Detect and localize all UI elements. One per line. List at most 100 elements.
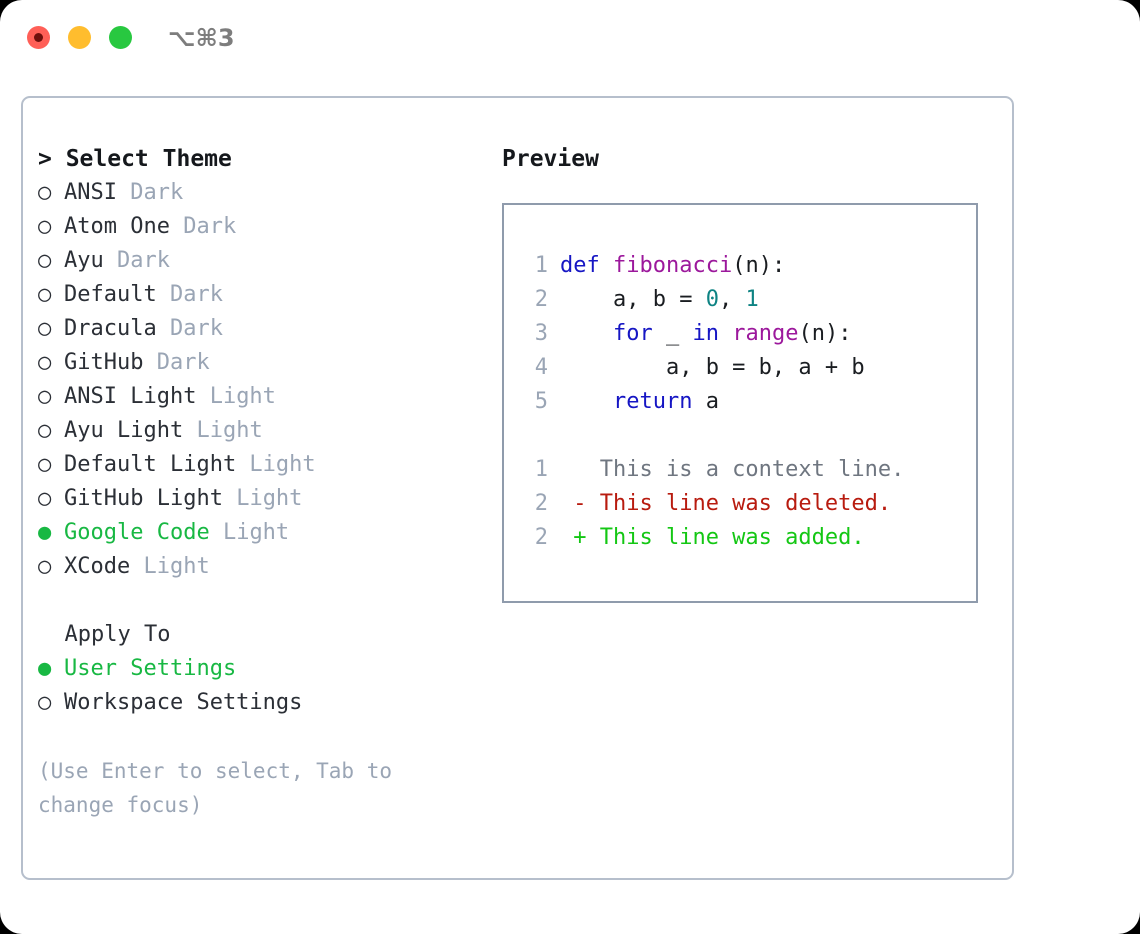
theme-option-3[interactable]: ○ Default Dark — [38, 278, 478, 312]
maximize-button[interactable] — [109, 26, 132, 49]
code-diff-spacer — [504, 419, 976, 453]
radio-unselected-icon: ○ — [38, 282, 65, 307]
code-token: a, b = — [560, 287, 706, 312]
code-line: 3 for _ in range(n): — [504, 317, 976, 351]
theme-option-2[interactable]: ○ Ayu Dark — [38, 244, 478, 278]
theme-option-0[interactable]: ○ ANSI Dark — [38, 176, 478, 210]
code-token: - This line was deleted. — [560, 491, 892, 516]
radio-unselected-icon: ○ — [38, 248, 65, 273]
code-token: a, b = b, a + b — [560, 355, 865, 380]
code-token: return — [612, 389, 693, 414]
theme-option-tag: Light — [196, 384, 276, 409]
section-spacer — [38, 584, 478, 618]
traffic-light-buttons — [27, 26, 132, 49]
code-token: def — [560, 253, 613, 278]
code-token: , — [718, 287, 746, 312]
apply-to-option-label: User Settings — [64, 656, 237, 681]
theme-option-tag: Light — [130, 554, 210, 579]
theme-option-tag: Light — [209, 520, 290, 545]
theme-option-label: GitHub Light — [64, 486, 223, 511]
theme-option-tag: Dark — [156, 316, 223, 341]
theme-option-1[interactable]: ○ Atom One Dark — [38, 210, 478, 244]
radio-unselected-icon: ○ — [38, 384, 65, 409]
theme-option-11[interactable]: ○ XCode Light — [38, 550, 478, 584]
radio-unselected-icon: ○ — [38, 418, 65, 443]
theme-option-8[interactable]: ○ Default Light Light — [38, 448, 478, 482]
minimize-button[interactable] — [68, 26, 91, 49]
code-line: 4 a, b = b, a + b — [504, 351, 976, 385]
apply-to-header: Apply To — [38, 622, 171, 647]
theme-option-label: Default Light — [64, 452, 237, 477]
code-token: a — [692, 389, 719, 414]
diff-sample: 1 This is a context line.2 - This line w… — [504, 453, 976, 555]
apply-to-option-label: Workspace Settings — [64, 690, 303, 715]
theme-option-tag: Dark — [103, 248, 170, 273]
theme-option-label: ANSI Light — [64, 384, 197, 409]
theme-option-10[interactable]: ● Google Code Light — [38, 516, 478, 550]
radio-unselected-icon: ○ — [38, 316, 65, 341]
line-number: 5 — [534, 389, 548, 414]
theme-option-label: Default — [64, 282, 157, 307]
theme-option-tag: Light — [236, 452, 316, 477]
diff-line: 2 + This line was added. — [504, 521, 976, 555]
code-token: for — [612, 321, 653, 346]
theme-option-label: Dracula — [64, 316, 157, 341]
code-token: 1 — [745, 287, 759, 312]
line-number: 2 — [534, 491, 548, 516]
theme-option-5[interactable]: ○ GitHub Dark — [38, 346, 478, 380]
apply-to-option-0[interactable]: ● User Settings — [38, 652, 478, 686]
code-token — [560, 321, 613, 346]
keyboard-hint-text: (Use Enter to select, Tab to change focu… — [38, 759, 405, 817]
line-number: 1 — [534, 253, 548, 278]
theme-list[interactable]: ○ ANSI Dark○ Atom One Dark○ Ayu Dark○ De… — [38, 176, 478, 584]
theme-option-tag: Light — [183, 418, 263, 443]
code-token: fibonacci — [612, 253, 733, 278]
line-number: 2 — [534, 287, 548, 312]
theme-option-label: GitHub — [64, 350, 144, 375]
theme-option-label: Ayu Light — [64, 418, 184, 443]
radio-unselected-icon: ○ — [38, 690, 65, 715]
radio-unselected-icon: ○ — [38, 486, 65, 511]
code-line: 5 return a — [504, 385, 976, 419]
code-token — [719, 321, 732, 346]
select-theme-header: > Select Theme — [38, 146, 232, 172]
code-line: 2 a, b = 0, 1 — [504, 283, 976, 317]
code-token: range — [732, 321, 799, 346]
diff-line: 2 - This line was deleted. — [504, 487, 976, 521]
radio-selected-icon: ● — [38, 656, 65, 681]
line-number: 1 — [534, 457, 548, 482]
theme-option-label: ANSI — [64, 180, 117, 205]
radio-unselected-icon: ○ — [38, 350, 65, 375]
preview-header: Preview — [502, 146, 599, 172]
close-button[interactable] — [27, 26, 50, 49]
apply-to-option-1[interactable]: ○ Workspace Settings — [38, 686, 478, 720]
theme-option-label: Google Code — [64, 520, 210, 545]
main-panel: > Select Theme ○ ANSI Dark○ Atom One Dar… — [21, 96, 1014, 880]
theme-option-label: Ayu — [64, 248, 104, 273]
theme-option-6[interactable]: ○ ANSI Light Light — [38, 380, 478, 414]
theme-option-9[interactable]: ○ GitHub Light Light — [38, 482, 478, 516]
theme-option-tag: Dark — [116, 180, 184, 205]
code-token: (n): — [798, 321, 852, 346]
theme-option-7[interactable]: ○ Ayu Light Light — [38, 414, 478, 448]
theme-option-tag: Dark — [143, 350, 210, 375]
radio-unselected-icon: ○ — [38, 214, 65, 239]
code-token: + This line was added. — [560, 525, 865, 550]
line-number: 2 — [534, 525, 548, 550]
theme-option-tag: Dark — [156, 282, 223, 307]
window-title-shortcut: ⌥⌘3 — [168, 24, 235, 52]
radio-unselected-icon: ○ — [38, 554, 65, 579]
diff-line: 1 This is a context line. — [504, 453, 976, 487]
line-number: 3 — [534, 321, 548, 346]
line-number: 4 — [534, 355, 548, 380]
apply-to-list[interactable]: ● User Settings○ Workspace Settings — [38, 652, 478, 720]
theme-option-label: XCode — [64, 554, 131, 579]
code-token: This is a context line. — [560, 457, 905, 482]
radio-unselected-icon: ○ — [38, 180, 65, 205]
theme-option-4[interactable]: ○ Dracula Dark — [38, 312, 478, 346]
